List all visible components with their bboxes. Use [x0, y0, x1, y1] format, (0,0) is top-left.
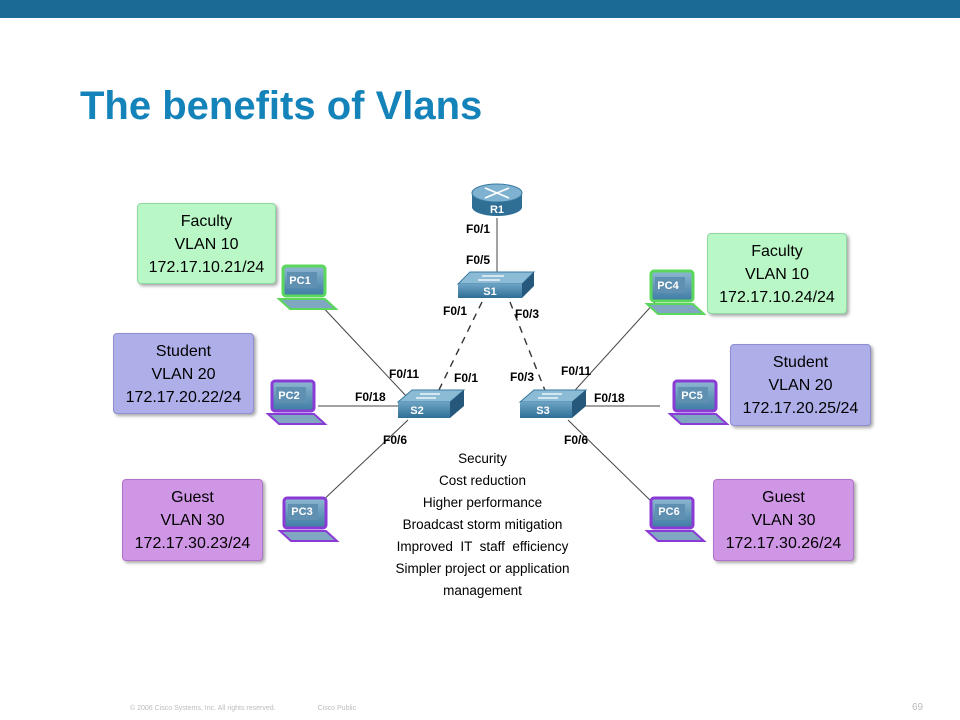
- trunk-s1-s2: [434, 301, 483, 399]
- pc-label: PC3: [291, 506, 312, 518]
- vlan-box-faculty-right: Faculty VLAN 10 172.17.10.24/24: [707, 233, 847, 314]
- pc2: PC2: [265, 379, 328, 425]
- pc-label: PC2: [278, 390, 299, 402]
- port-s2-f01: F0/1: [454, 371, 478, 385]
- slide-title: The benefits of Vlans: [80, 84, 483, 128]
- top-banner: [0, 0, 960, 18]
- trunk-s1-s3: [509, 301, 549, 399]
- pc3: PC3: [277, 496, 340, 542]
- port-s3-f06: F0/6: [564, 433, 588, 447]
- vlan-box-guest-left: Guest VLAN 30 172.17.30.23/24: [122, 479, 263, 561]
- benefit-item: management: [443, 583, 522, 598]
- pc5: PC5: [667, 379, 730, 425]
- port-s1-f03: F0/3: [515, 307, 539, 321]
- links: [317, 218, 660, 506]
- copyright-text: © 2006 Cisco Systems, Inc. All rights re…: [130, 705, 276, 712]
- pc-label: PC6: [658, 506, 679, 518]
- port-s2-f06: F0/6: [383, 433, 407, 447]
- port-s1-f01: F0/1: [443, 304, 467, 318]
- benefit-item: Higher performance: [422, 495, 543, 510]
- benefits-list: Security Cost reduction Higher performan…: [370, 448, 595, 602]
- benefit-item: Simpler project or application: [395, 561, 570, 576]
- pc-label: PC5: [681, 390, 702, 402]
- page-number: 69: [912, 702, 924, 713]
- port-s2-f018: F0/18: [355, 390, 386, 404]
- link-s3-pc4: [567, 301, 656, 399]
- benefit-item: Broadcast storm mitigation: [402, 517, 563, 532]
- pc-label: PC4: [657, 280, 679, 292]
- benefit-item: Improved IT staff efficiency: [396, 539, 569, 554]
- port-s3-f018: F0/18: [594, 391, 625, 405]
- port-s2-f011: F0/11: [389, 367, 419, 381]
- vlan-box-guest-right: Guest VLAN 30 172.17.30.26/24: [713, 479, 854, 561]
- switch-s2: S2: [396, 389, 466, 418]
- port-s1-f05: F0/5: [466, 253, 490, 267]
- port-s3-f011: F0/11: [561, 364, 591, 378]
- classification-text: Cisco Public: [317, 705, 357, 712]
- switch-label: S1: [483, 286, 496, 298]
- vlan-box-student-right: Student VLAN 20 172.17.20.25/24: [730, 344, 871, 426]
- switch-s1: S1: [456, 271, 536, 298]
- pc-label: PC1: [289, 275, 310, 287]
- pc4: PC4: [644, 269, 707, 315]
- switch-label: S2: [410, 405, 423, 417]
- link-s2-pc3: [317, 419, 409, 506]
- link-s3-pc6: [567, 419, 656, 506]
- benefit-item: Cost reduction: [438, 473, 527, 488]
- vlan-box-student-left: Student VLAN 20 172.17.20.22/24: [113, 333, 254, 414]
- footer: © 2006 Cisco Systems, Inc. All rights re…: [130, 705, 396, 712]
- vlan-box-faculty-left: Faculty VLAN 10 172.17.10.21/24: [137, 203, 276, 284]
- link-s2-pc1: [317, 301, 409, 399]
- port-labels: F0/1 F0/5 F0/1 F0/3 F0/11 F0/1 F0/18 F0/…: [355, 222, 625, 447]
- switch-label: S3: [536, 405, 549, 417]
- benefit-item: Security: [458, 451, 507, 466]
- port-s3-f03: F0/3: [510, 370, 534, 384]
- router-r1: R1: [471, 183, 523, 216]
- pc6: PC6: [644, 496, 707, 542]
- switch-s3: S3: [518, 389, 588, 418]
- router-label: R1: [490, 204, 504, 216]
- port-r1-f01: F0/1: [466, 222, 490, 236]
- pc1: PC1: [276, 264, 339, 310]
